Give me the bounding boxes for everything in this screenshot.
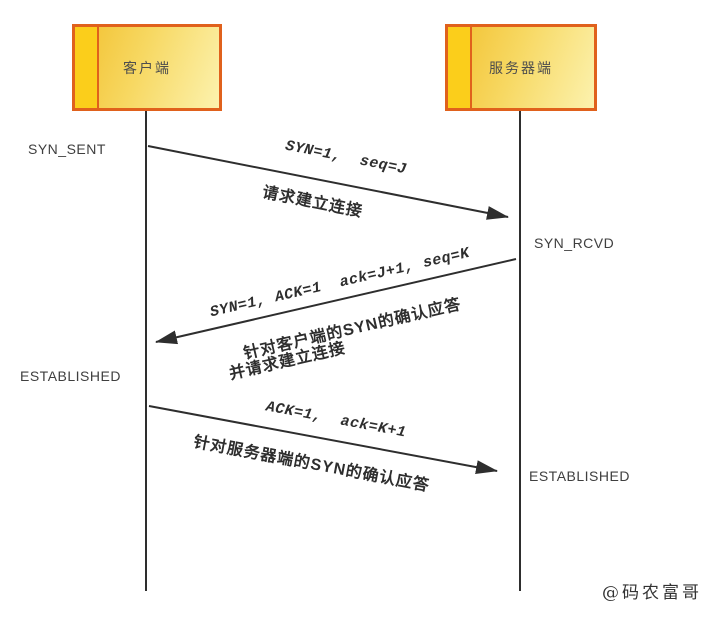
actor-label-server: 服务器端 xyxy=(489,59,553,76)
actor-box-client: 客户端 xyxy=(72,24,222,111)
watermark: @码农富哥 xyxy=(602,583,702,603)
state-label-established-client: ESTABLISHED xyxy=(20,368,121,384)
arrow-syn-ack xyxy=(155,258,517,345)
actor-box-client-strip xyxy=(75,27,99,108)
state-label-syn-sent: SYN_SENT xyxy=(28,141,106,157)
state-label-established-server: ESTABLISHED xyxy=(529,468,630,484)
actor-label-client: 客户端 xyxy=(123,59,171,76)
state-label-syn-rcvd: SYN_RCVD xyxy=(534,235,615,251)
actor-box-server-strip xyxy=(448,27,472,108)
actor-box-server: 服务器端 xyxy=(445,24,597,111)
arrow-ack xyxy=(148,405,498,475)
arrow-syn xyxy=(147,145,509,220)
